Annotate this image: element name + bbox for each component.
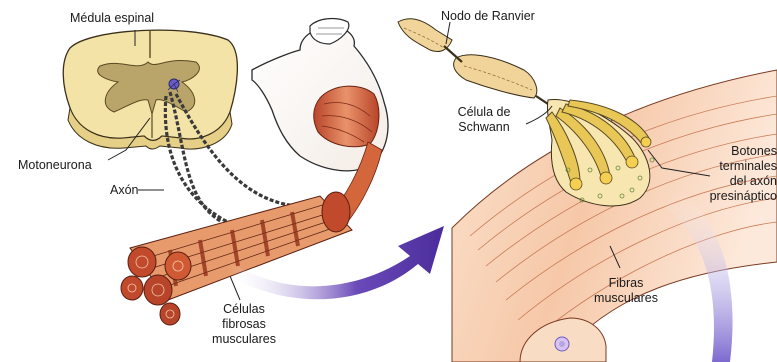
nerve-fiber xyxy=(398,19,548,104)
label-muscle-fiber-cells-line3: musculares xyxy=(208,332,280,347)
label-muscle-fiber-cells-line2: fibrosas xyxy=(208,317,280,332)
label-node-of-ranvier: Nodo de Ranvier xyxy=(441,9,535,24)
label-muscle-fibers-line2: musculares xyxy=(590,291,662,306)
spinal-cord-section xyxy=(63,30,237,149)
label-terminal-buttons: Botones terminales del axón presináptico xyxy=(690,144,777,204)
label-muscle-fibers: Fibras musculares xyxy=(590,276,662,306)
label-muscle-fiber-cells-line1: Células xyxy=(208,302,280,317)
label-axon: Axón xyxy=(110,183,139,198)
arm xyxy=(252,19,388,224)
label-spinal-cord: Médula espinal xyxy=(70,11,154,26)
label-terminal-buttons-line4: presináptico xyxy=(690,189,777,204)
label-motor-neuron: Motoneurona xyxy=(18,158,92,173)
label-schwann-cell-line2: Schwann xyxy=(446,120,522,135)
label-muscle-fiber-cells: Células fibrosas musculares xyxy=(208,302,280,347)
label-terminal-buttons-line2: terminales xyxy=(690,159,777,174)
label-terminal-buttons-line3: del axón xyxy=(690,174,777,189)
label-terminal-buttons-line1: Botones xyxy=(690,144,777,159)
label-muscle-fibers-line1: Fibras xyxy=(590,276,662,291)
label-schwann-cell: Célula de Schwann xyxy=(446,105,522,135)
label-schwann-cell-line1: Célula de xyxy=(446,105,522,120)
